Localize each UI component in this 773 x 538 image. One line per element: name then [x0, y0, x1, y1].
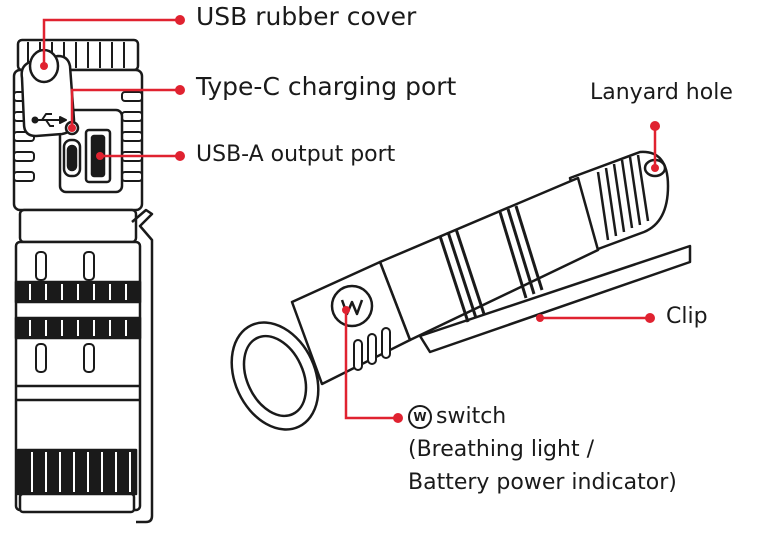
- usb-icon: [31, 113, 67, 127]
- callout-dots: [40, 15, 660, 423]
- label-usba-output-port: USB-A output port: [196, 142, 396, 167]
- flashlight-angled-view: [230, 150, 692, 431]
- leader-usb-cover: [42, 18, 180, 66]
- label-lanyard-hole: Lanyard hole: [590, 80, 733, 105]
- label-switch-desc-1: (Breathing light /: [408, 437, 595, 462]
- leader-switch: [344, 310, 398, 420]
- label-switch: switch: [436, 404, 507, 429]
- flashlight-side-view: [12, 38, 154, 524]
- leader-typec: [70, 88, 180, 128]
- w-badge-icon: W: [408, 405, 432, 429]
- label-usb-rubber-cover: USB rubber cover: [196, 2, 417, 31]
- label-clip: Clip: [666, 304, 708, 329]
- callout-leaders: [42, 18, 657, 420]
- label-switch-desc-2: Battery power indicator): [408, 470, 677, 495]
- label-typec-charging-port: Type-C charging port: [196, 72, 457, 101]
